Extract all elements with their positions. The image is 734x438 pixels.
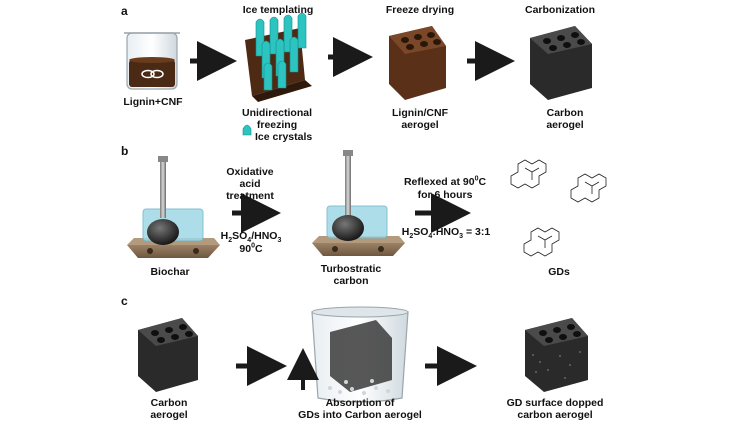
gd-surface-line2: carbon aerogel xyxy=(517,409,593,421)
gd-surface-line1: GD surface dopped xyxy=(506,397,604,409)
reflexed-a: Reflexed at 90 xyxy=(403,176,475,188)
ratio-hno: :HNO xyxy=(432,226,460,238)
oxidative-line1: Oxidative xyxy=(226,166,274,178)
reagent-hno: /HNO xyxy=(251,230,278,242)
panel-label-a: a xyxy=(121,4,128,18)
reagent-sub4: 4 xyxy=(247,237,252,245)
reagent-so: SO xyxy=(232,230,248,242)
panel-label-b: b xyxy=(121,144,129,158)
carbon-aerogel-a-label: Carbon aerogel xyxy=(530,107,600,131)
lignin-cnf-aerogel-line2: aerogel xyxy=(401,119,439,131)
lignin-cnf-aerogel-label: Lignin/CNF aerogel xyxy=(380,107,460,131)
biochar-label: Biochar xyxy=(150,266,190,278)
panel-label-c: c xyxy=(121,294,128,308)
ratio-label: H2SO4:HNO3 = 3:1 xyxy=(398,226,494,241)
unidirectional-line2: freezing xyxy=(256,119,298,131)
absorption-beaker-icon xyxy=(311,306,409,403)
ice-templating-icon xyxy=(245,12,312,102)
carbonization-label: Carbonization xyxy=(525,4,595,16)
unidirectional-line1: Unidirectional xyxy=(241,107,312,119)
temp-deg: 0 xyxy=(251,242,255,250)
carbon-aerogel-a-line2: aerogel xyxy=(546,119,584,131)
ratio-so: SO xyxy=(413,226,429,238)
oxidative-label: Oxidative acid treatment xyxy=(220,166,280,202)
reflexed-c: C xyxy=(478,176,487,188)
reflexed-deg: 0 xyxy=(474,175,479,183)
reflexed-label: Reflexed at 900C xyxy=(400,175,490,189)
turbostratic-setup-icon xyxy=(312,150,405,256)
ratio-h: H xyxy=(401,226,410,238)
absorption-line1: Absorption of xyxy=(325,397,395,409)
absorption-label: Absorption of GDs into Carbon aerogel xyxy=(295,397,425,421)
carbon-aerogel-a-line1: Carbon xyxy=(546,107,584,119)
ratio-sub3: 3 xyxy=(459,233,464,241)
reagent-sub3: 3 xyxy=(277,237,282,245)
carbon-aerogel-c-icon xyxy=(138,318,198,392)
temp-90: 90 xyxy=(239,243,252,255)
gds-label: GDs xyxy=(548,266,570,278)
freeze-drying-label: Freeze drying xyxy=(385,4,455,16)
turbostratic-line2: carbon xyxy=(333,275,369,287)
carbon-aerogel-icon xyxy=(530,26,592,100)
reagent-temp-label: 900C xyxy=(220,242,282,256)
carbon-aerogel-c-line2: aerogel xyxy=(150,409,188,421)
lignin-cnf-aerogel-icon xyxy=(389,26,446,100)
turbostratic-line1: Turbostratic xyxy=(320,263,382,275)
unidirectional-freezing-label: Unidirectional freezing xyxy=(232,107,322,131)
lignin-cnf-beaker-icon xyxy=(124,32,180,90)
ice-templating-label: Ice templating xyxy=(242,4,314,16)
gd-surface-label: GD surface dopped carbon aerogel xyxy=(500,397,610,421)
absorption-line2: GDs into Carbon aerogel xyxy=(298,409,422,421)
oxidative-line2: acid xyxy=(239,178,261,190)
gd-doped-aerogel-icon xyxy=(525,318,588,392)
temp-c: C xyxy=(255,243,263,255)
ice-crystals-label: Ice crystals xyxy=(255,131,313,143)
biochar-setup-icon xyxy=(127,156,220,258)
ratio-sub2: 2 xyxy=(409,233,414,241)
carbon-aerogel-c-line1: Carbon xyxy=(150,397,188,409)
reflexed-hours: for 6 hours xyxy=(417,189,473,201)
reagent-label: H2SO4/HNO3 xyxy=(214,230,288,245)
oxidative-line3: treatment xyxy=(226,190,274,202)
reagent-h: H xyxy=(220,230,229,242)
turbostratic-label: Turbostratic carbon xyxy=(316,263,386,287)
reagent-sub2: 2 xyxy=(228,237,233,245)
ratio-sub4: 4 xyxy=(428,233,433,241)
lignin-cnf-label: Lignin+CNF xyxy=(123,96,183,108)
ratio-val: = 3:1 xyxy=(463,226,491,238)
carbon-aerogel-c-label: Carbon aerogel xyxy=(134,397,204,421)
lignin-cnf-aerogel-line1: Lignin/CNF xyxy=(392,107,448,119)
ice-crystal-legend-icon xyxy=(242,124,252,136)
graphene-dot-structure-icon xyxy=(510,159,607,257)
